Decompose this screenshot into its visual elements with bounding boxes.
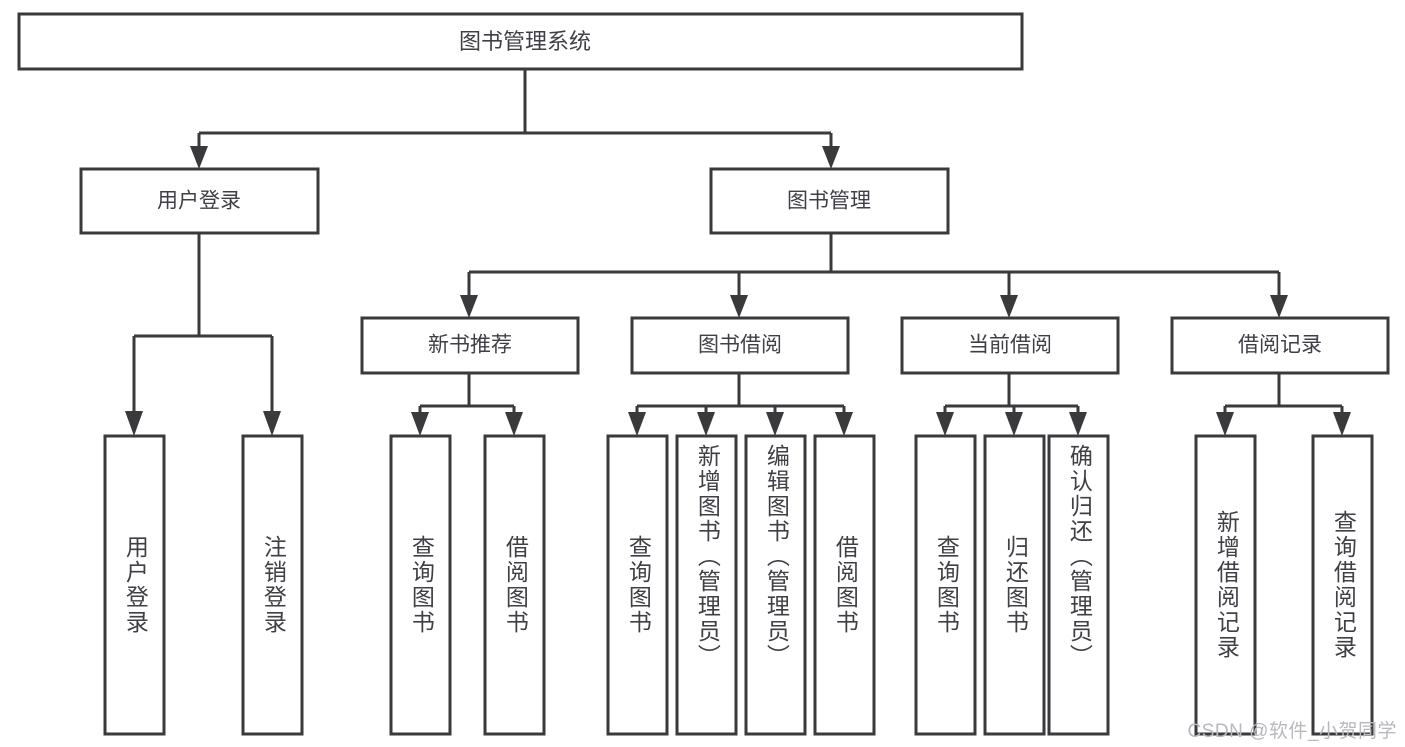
arrow-head-new-book-recommend: [460, 295, 478, 318]
arrow-head-current-borrow: [1000, 295, 1018, 318]
node-box-user-login[interactable]: [79, 167, 320, 235]
arrow-head-user-login: [190, 146, 208, 169]
watermark-text: CSDN @软件_小贺同学: [1187, 721, 1397, 742]
connector-book-borrow-to-leaves: [628, 373, 853, 436]
arrow-head-book-borrow-leaf-1: [697, 412, 715, 436]
connector-book-management-to-level3: [460, 233, 1288, 318]
connector-root-to-level2: [190, 69, 840, 169]
arrow-head-new-book-leaf-1: [505, 412, 523, 436]
label-user-login: 用户登录: [157, 190, 241, 213]
leaf-box-user-login-0[interactable]: [103, 434, 166, 736]
leaf-box-book-borrow-1[interactable]: [675, 434, 738, 736]
arrow-head-current-borrow-leaf-1: [1005, 412, 1023, 436]
label-book-borrow: 图书借阅: [698, 334, 782, 357]
leaf-box-borrow-record-0[interactable]: [1194, 434, 1257, 736]
leaf-box-current-borrow-2[interactable]: [1047, 434, 1110, 736]
arrow-head-new-book-leaf-0: [411, 412, 429, 436]
arrow-head-book-management: [822, 146, 840, 169]
arrow-head-book-borrow-leaf-3: [835, 412, 853, 436]
arrow-head-book-borrow: [730, 295, 748, 318]
leaf-box-book-borrow-2[interactable]: [744, 434, 807, 736]
arrow-head-current-borrow-leaf-0: [936, 412, 954, 436]
arrow-head-borrow-record: [1270, 295, 1288, 318]
leaf-box-current-borrow-1[interactable]: [983, 434, 1046, 736]
arrow-head-user-login-leaf-1: [263, 411, 281, 436]
leaf-box-current-borrow-0[interactable]: [914, 434, 977, 736]
label-book-management: 图书管理: [787, 190, 871, 213]
arrow-head-borrow-record-leaf-0: [1216, 412, 1234, 436]
connector-user-login-to-leaves: [125, 233, 281, 436]
label-new-book-recommend: 新书推荐: [428, 334, 512, 357]
leaf-box-new-book-recommend-1[interactable]: [483, 434, 546, 736]
arrow-head-book-borrow-leaf-0: [628, 412, 646, 436]
connector-borrow-record-to-leaves: [1216, 373, 1351, 436]
leaf-box-user-login-1[interactable]: [241, 434, 304, 736]
leaf-box-new-book-recommend-0[interactable]: [389, 434, 452, 736]
arrow-head-book-borrow-leaf-2: [766, 412, 784, 436]
arrow-head-borrow-record-leaf-1: [1333, 412, 1351, 436]
label-current-borrow: 当前借阅: [968, 334, 1052, 357]
label-root: 图书管理系统: [459, 29, 591, 54]
node-box-current-borrow[interactable]: [900, 316, 1120, 375]
label-borrow-record: 借阅记录: [1238, 334, 1322, 357]
arrow-head-current-borrow-leaf-2: [1069, 412, 1087, 436]
connector-new-book-recommend-to-leaves: [411, 373, 523, 436]
leaf-box-book-borrow-3[interactable]: [813, 434, 876, 736]
leaf-box-book-borrow-0[interactable]: [606, 434, 669, 736]
node-box-root[interactable]: [17, 12, 1024, 71]
leaf-box-borrow-record-1[interactable]: [1311, 434, 1374, 736]
arrow-head-user-login-leaf-0: [125, 411, 143, 436]
node-box-new-book-recommend[interactable]: [360, 316, 580, 375]
connector-current-borrow-to-leaves: [936, 373, 1087, 436]
